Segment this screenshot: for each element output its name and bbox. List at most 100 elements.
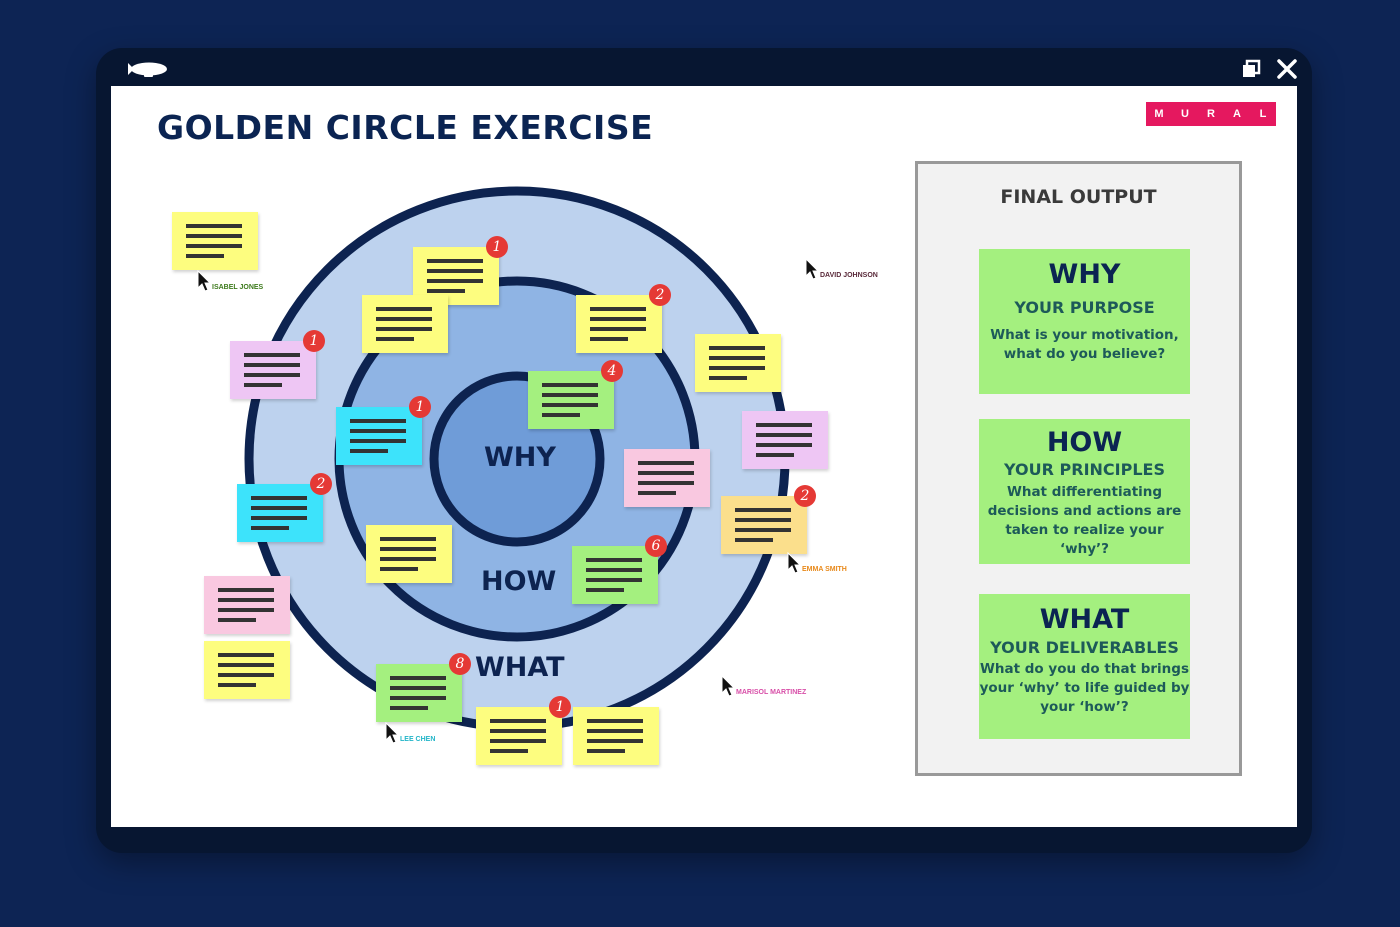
placeholder-text-line <box>350 429 406 433</box>
card-heading: WHY <box>1048 259 1121 290</box>
vote-count-badge: 1 <box>409 396 431 418</box>
why-output-card[interactable]: WHY YOUR PURPOSE What is your motivation… <box>979 249 1190 394</box>
sticky-note[interactable] <box>528 371 614 429</box>
placeholder-text-line <box>380 547 436 551</box>
placeholder-text-line <box>251 516 307 520</box>
placeholder-text-line <box>542 403 598 407</box>
restore-window-icon[interactable] <box>1240 58 1262 80</box>
placeholder-text-line <box>350 419 406 423</box>
sticky-note[interactable] <box>721 496 807 554</box>
why-ring-label: WHY <box>484 442 556 473</box>
mural-canvas[interactable]: GOLDEN CIRCLE EXERCISE M U R A L WHY HOW… <box>111 86 1297 827</box>
placeholder-text-line <box>218 598 274 602</box>
placeholder-text-line <box>590 307 646 311</box>
vote-count-badge: 8 <box>449 653 471 675</box>
placeholder-text-line <box>218 608 274 612</box>
how-ring-label: HOW <box>481 566 557 597</box>
vote-count-badge: 6 <box>645 535 667 557</box>
placeholder-text-line <box>218 663 274 667</box>
vote-count-badge: 2 <box>310 473 332 495</box>
sticky-note[interactable] <box>624 449 710 507</box>
mouse-pointer-icon <box>805 258 819 280</box>
app-window: GOLDEN CIRCLE EXERCISE M U R A L WHY HOW… <box>96 48 1312 853</box>
placeholder-text-line <box>586 558 642 562</box>
sticky-note[interactable] <box>204 641 290 699</box>
vote-count-badge: 1 <box>303 330 325 352</box>
close-icon[interactable] <box>1276 58 1298 80</box>
card-line: What differentiating <box>1006 484 1163 500</box>
placeholder-text-line <box>590 317 646 321</box>
collaborator-name: ISABEL JONES <box>212 284 264 291</box>
how-output-card[interactable]: HOW YOUR PRINCIPLES What differentiating… <box>979 419 1190 564</box>
card-heading: HOW <box>1046 427 1123 458</box>
brand-letter: L <box>1250 102 1276 126</box>
blimp-icon[interactable] <box>124 60 170 78</box>
card-line: What is your motivation, <box>990 327 1179 343</box>
final-output-panel: FINAL OUTPUT WHY YOUR PURPOSE What is yo… <box>915 161 1242 776</box>
sticky-note[interactable] <box>573 707 659 765</box>
sticky-note[interactable] <box>572 546 658 604</box>
sticky-note[interactable] <box>172 212 258 270</box>
vote-count-badge: 1 <box>486 236 508 258</box>
placeholder-text-line <box>390 696 446 700</box>
placeholder-text-line <box>709 366 765 370</box>
placeholder-text-line <box>586 568 642 572</box>
sticky-note[interactable] <box>237 484 323 542</box>
placeholder-text-line <box>350 439 406 443</box>
placeholder-text-line <box>490 739 546 743</box>
placeholder-text-line <box>587 739 643 743</box>
placeholder-text-line <box>427 289 465 293</box>
placeholder-text-line <box>390 706 428 710</box>
sticky-note[interactable] <box>576 295 662 353</box>
brand-letter: U <box>1172 102 1198 126</box>
sticky-note[interactable] <box>336 407 422 465</box>
mouse-pointer-icon <box>721 675 735 697</box>
placeholder-text-line <box>244 353 300 357</box>
card-heading: WHAT <box>1039 604 1130 635</box>
placeholder-text-line <box>735 518 791 522</box>
placeholder-text-line <box>587 719 643 723</box>
placeholder-text-line <box>542 393 598 397</box>
placeholder-text-line <box>638 491 676 495</box>
placeholder-text-line <box>380 567 418 571</box>
what-output-card[interactable]: WHAT YOUR DELIVERABLES What do you do th… <box>979 594 1190 739</box>
placeholder-text-line <box>244 363 300 367</box>
placeholder-text-line <box>638 471 694 475</box>
sticky-note[interactable] <box>695 334 781 392</box>
sticky-note[interactable] <box>476 707 562 765</box>
placeholder-text-line <box>638 481 694 485</box>
card-line: your ‘how’? <box>1040 699 1129 715</box>
sticky-note[interactable] <box>376 664 462 722</box>
card-subheading: YOUR PRINCIPLES <box>1004 460 1165 479</box>
card-line: your ‘why’ to life guided by <box>979 680 1190 696</box>
placeholder-text-line <box>586 578 642 582</box>
brand-letter: A <box>1224 102 1250 126</box>
collaborator-name: DAVID JOHNSON <box>820 272 878 279</box>
placeholder-text-line <box>638 461 694 465</box>
placeholder-text-line <box>587 749 625 753</box>
vote-count-badge: 4 <box>601 360 623 382</box>
placeholder-text-line <box>350 449 388 453</box>
placeholder-text-line <box>709 346 765 350</box>
sticky-note[interactable] <box>366 525 452 583</box>
sticky-note[interactable] <box>413 247 499 305</box>
placeholder-text-line <box>735 538 773 542</box>
collaborator-name: MARISOL MARTINEZ <box>736 689 807 696</box>
placeholder-text-line <box>376 307 432 311</box>
brand-letter: M <box>1146 102 1172 126</box>
placeholder-text-line <box>376 317 432 321</box>
sticky-note[interactable] <box>362 295 448 353</box>
sticky-note[interactable] <box>742 411 828 469</box>
placeholder-text-line <box>427 269 483 273</box>
sticky-note[interactable] <box>230 341 316 399</box>
card-line: What do you do that brings <box>979 661 1189 677</box>
sticky-note[interactable] <box>204 576 290 634</box>
placeholder-text-line <box>218 683 256 687</box>
placeholder-text-line <box>735 528 791 532</box>
mouse-pointer-icon <box>385 722 399 744</box>
placeholder-text-line <box>756 423 812 427</box>
placeholder-text-line <box>735 508 791 512</box>
placeholder-text-line <box>380 557 436 561</box>
vote-count-badge: 2 <box>649 284 671 306</box>
placeholder-text-line <box>586 588 624 592</box>
